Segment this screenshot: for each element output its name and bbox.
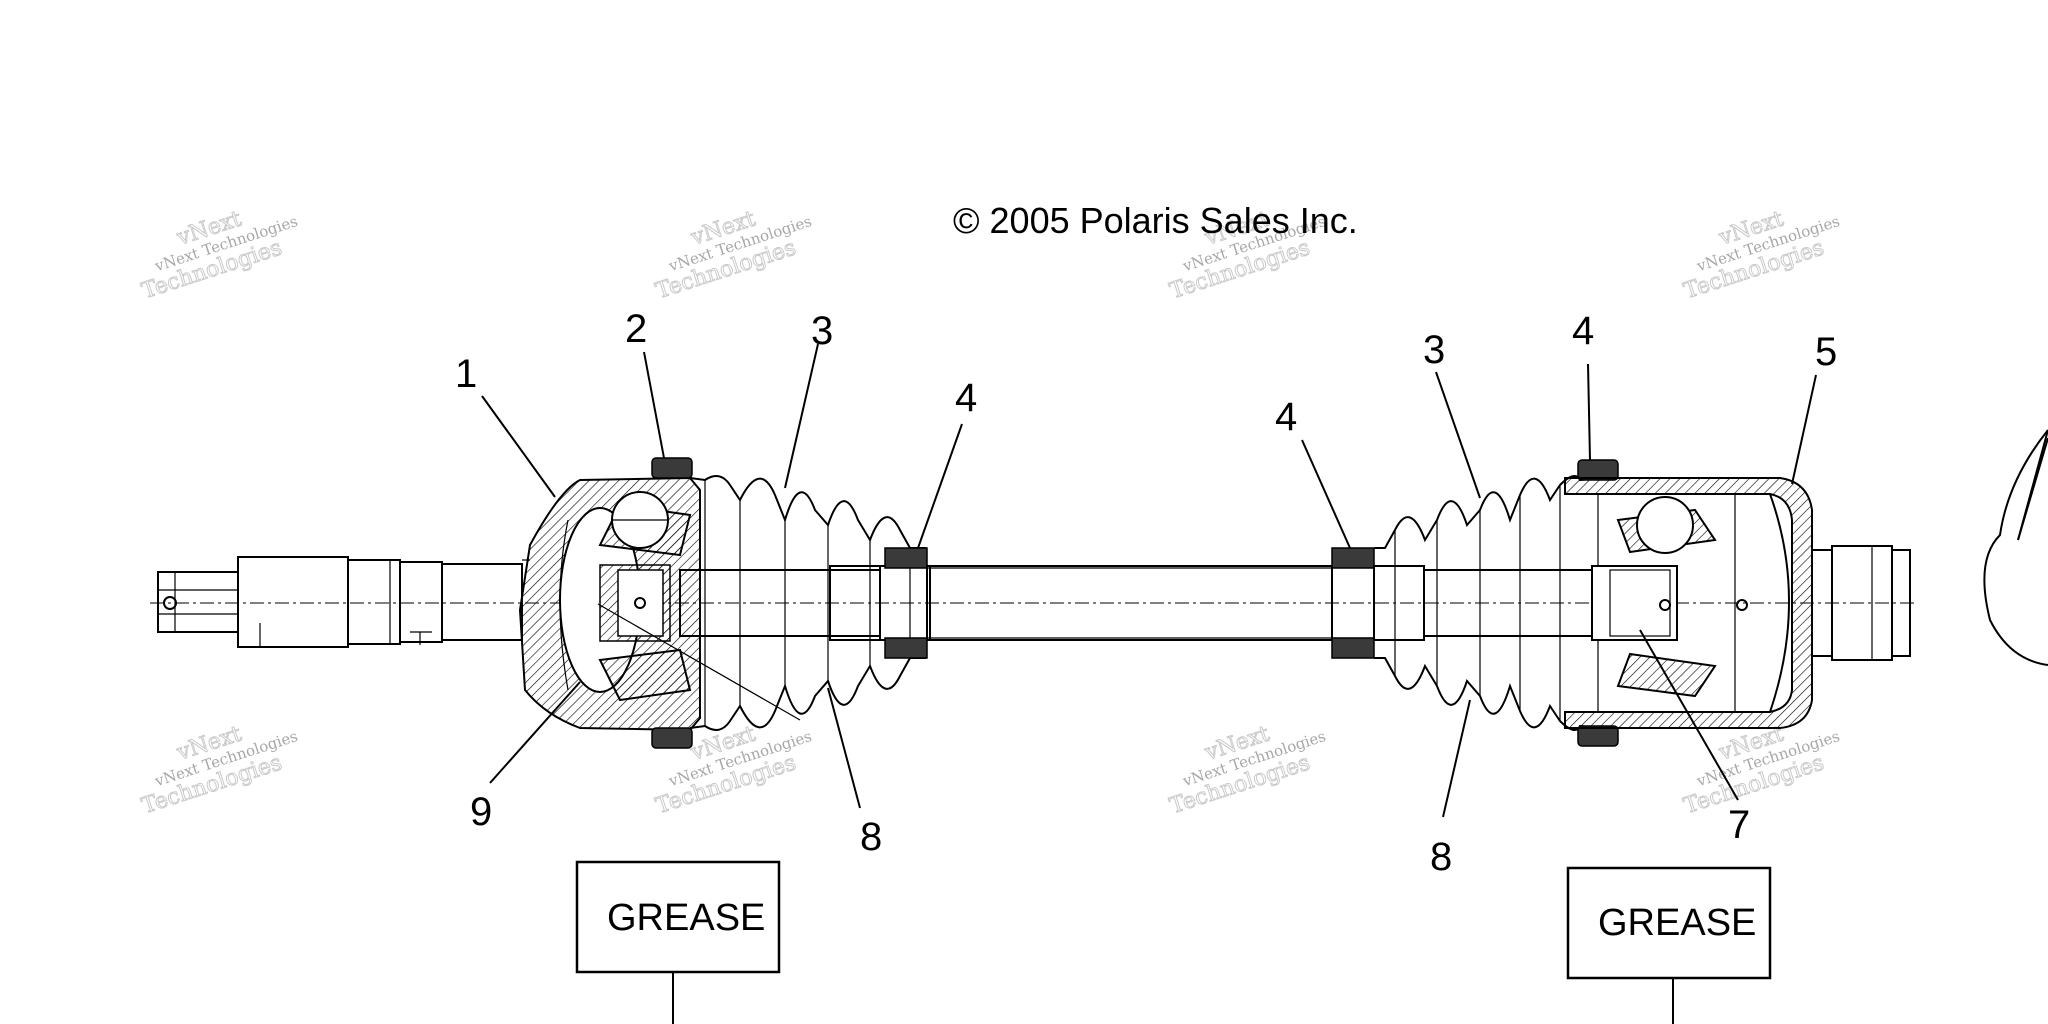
callout-5: 5 (1815, 330, 1837, 374)
watermark: vNext vNext Technologies Technologies (138, 206, 300, 305)
grease-label: GREASE (1598, 902, 1756, 944)
cv-ball-right (1636, 496, 1694, 554)
callout-1: 1 (455, 352, 477, 396)
axle-bar (926, 565, 1333, 641)
shaft-assembly (150, 429, 2048, 749)
leader-lines (481, 343, 2048, 818)
grease-label: GREASE (607, 897, 765, 939)
watermark: vNext vNext Technologies Technologies (652, 206, 814, 305)
copyright-text: © 2005 Polaris Sales Inc. (953, 200, 1358, 241)
right-stub-shaft (1811, 545, 1911, 661)
left-cv-housing (518, 476, 701, 732)
callouts: 1 2 3 4 9 8 4 3 4 5 8 7 (455, 307, 1837, 879)
callout-3: 3 (811, 309, 833, 353)
right-inner-clamp-bottom (1331, 637, 1375, 659)
callout-3: 3 (1423, 328, 1445, 372)
right-boot (1374, 475, 1599, 731)
grease-box-right: GREASE (1566, 866, 1772, 1024)
callout-8: 8 (860, 815, 882, 859)
callout-2: 2 (625, 307, 647, 351)
left-inner-clamp-top (884, 547, 928, 569)
callout-4: 4 (1275, 395, 1297, 439)
left-outer-clamp-top (651, 457, 693, 479)
right-cv-housing (1564, 477, 1813, 729)
callout-9: 9 (470, 790, 492, 834)
left-outer-clamp-bottom (651, 727, 693, 749)
left-stub-shaft (157, 556, 530, 648)
callout-7: 7 (1728, 803, 1750, 847)
callout-8: 8 (1430, 835, 1452, 879)
watermark: vNext vNext Technologies Technologies (138, 721, 300, 820)
left-inner-clamp-bottom (884, 637, 928, 659)
grease-box-left: GREASE (575, 860, 781, 1024)
right-inner-clamp-top (1331, 547, 1375, 569)
watermark: vNext vNext Technologies Technologies (1680, 206, 1842, 305)
watermark: vNext vNext Technologies Technologies (1166, 721, 1328, 820)
circlip (1983, 429, 2048, 666)
callout-4: 4 (955, 376, 977, 420)
callout-4: 4 (1572, 309, 1594, 353)
